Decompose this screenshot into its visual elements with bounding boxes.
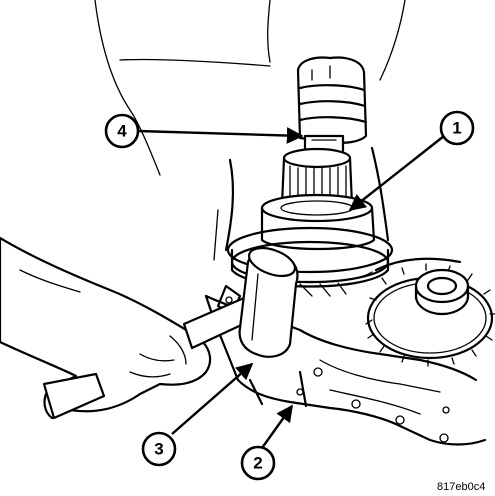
callout-4-label: 4 xyxy=(117,122,127,141)
leader-2 xyxy=(261,404,293,449)
tool-bracket xyxy=(213,146,390,261)
leader-1 xyxy=(348,135,445,212)
gear-assembly xyxy=(365,257,495,367)
callout-3: 3 xyxy=(141,431,177,467)
callout-3-label: 3 xyxy=(154,440,163,459)
callout-4: 4 xyxy=(104,113,140,149)
lower-hand-arm xyxy=(0,236,212,420)
callout-2: 2 xyxy=(240,445,276,481)
bearing-rings xyxy=(226,226,394,297)
callout-1: 1 xyxy=(439,110,475,146)
leader-3 xyxy=(171,362,254,435)
person-outline xyxy=(94,0,406,176)
leader-lines xyxy=(137,127,445,449)
leader-4 xyxy=(137,127,304,144)
callout-1-label: 1 xyxy=(452,119,461,138)
reference-code: 817eb0c4 xyxy=(437,481,485,493)
plastic-mallet xyxy=(182,246,299,358)
callout-2-label: 2 xyxy=(253,454,262,473)
upper-hand xyxy=(296,56,368,144)
